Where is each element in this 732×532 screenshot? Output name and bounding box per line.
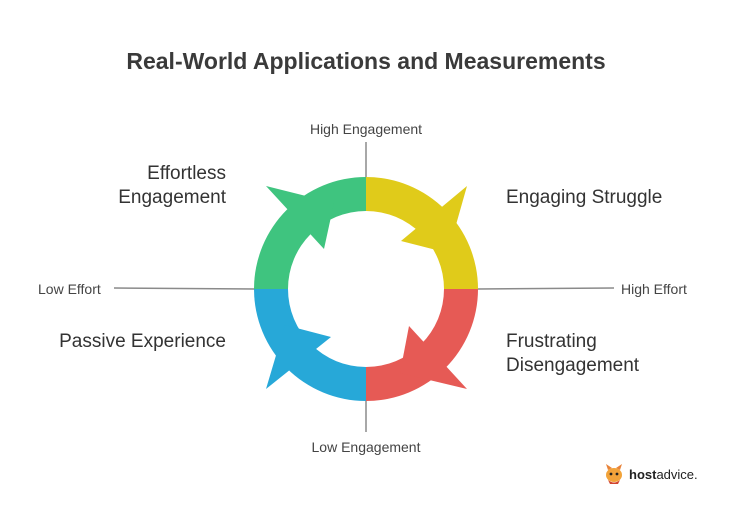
quadrant-label-line: Effortless <box>147 163 226 184</box>
quadrant-label-line: Disengagement <box>506 355 640 376</box>
quadrant-label-line: Frustrating <box>506 331 597 352</box>
quadrant-label-line: Passive Experience <box>59 331 226 352</box>
quadrant-label-frustrating-disengagement: Frustrating Disengagement <box>506 330 706 378</box>
quadrant-label-effortless-engagement: Effortless Engagement <box>96 162 226 210</box>
axis-label-high-engagement: High Engagement <box>309 121 423 137</box>
axis-label-high-effort: High Effort <box>621 281 687 297</box>
quadrant-label-line: Engagement <box>118 187 226 208</box>
page-title: Real-World Applications and Measurements <box>126 48 606 74</box>
ring-segments <box>254 177 478 401</box>
axis-line-left <box>113 287 256 290</box>
quadrant-label-passive-experience: Passive Experience <box>26 330 226 354</box>
axis-label-low-engagement: Low Engagement <box>311 439 421 455</box>
arrow-effortless-engagement <box>266 186 334 249</box>
arrow-frustrating-disengagement <box>400 326 467 389</box>
axis-line-right <box>477 287 615 290</box>
quadrant-label-engaging-struggle: Engaging Struggle <box>506 186 706 210</box>
arrow-passive-experience <box>266 325 331 389</box>
arrow-engaging-struggle <box>401 186 467 253</box>
hostadvice-wordmark: hostadvice. <box>629 466 698 482</box>
quadrant-label-line: Engaging Struggle <box>506 187 663 208</box>
axis-label-low-effort: Low Effort <box>38 281 101 297</box>
hostadvice-logo: hostadvice. <box>604 463 698 485</box>
hostadvice-mascot-icon <box>606 464 622 484</box>
